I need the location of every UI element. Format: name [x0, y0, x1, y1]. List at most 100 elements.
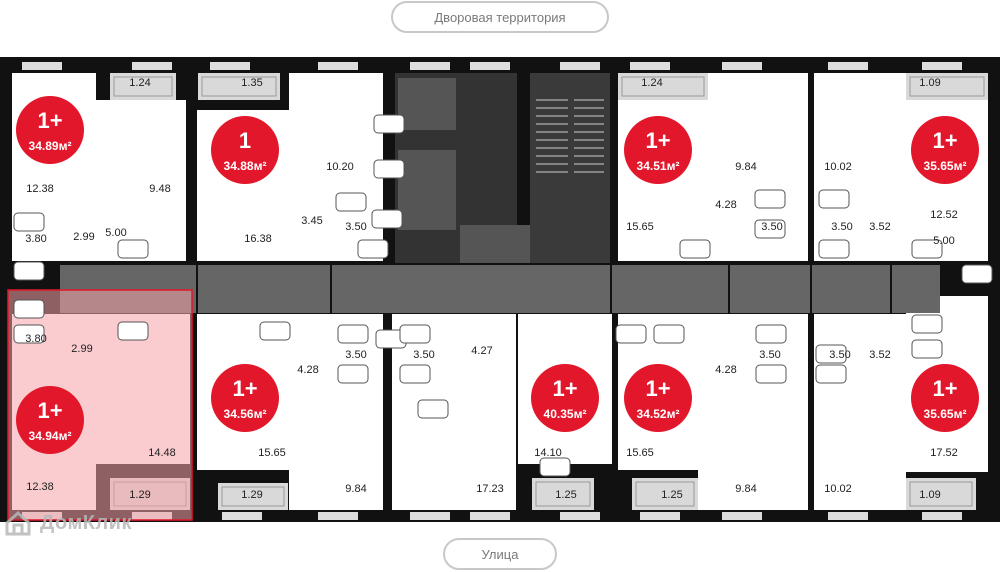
- watermark-text: ДомКлик: [40, 512, 132, 534]
- balcony-rail: [113, 76, 173, 97]
- room-area-label: 15.65: [626, 221, 654, 233]
- window: [410, 62, 450, 70]
- apartment-type: 1+: [37, 108, 62, 133]
- window: [222, 512, 262, 520]
- apartment-area: 34.56м²: [224, 407, 267, 421]
- room-area-label: 16.38: [244, 233, 272, 245]
- window: [560, 62, 600, 70]
- window: [722, 62, 762, 70]
- window: [828, 62, 868, 70]
- balcony-rail: [621, 76, 705, 97]
- room-area-label: 3.50: [831, 221, 852, 233]
- stairwell: [530, 73, 610, 263]
- plumbing-fixture: [373, 159, 405, 179]
- balcony-rail: [221, 486, 285, 507]
- corridor-partition: [196, 265, 198, 313]
- room-area-label: 14.48: [148, 447, 176, 459]
- room-area-label: 10.02: [824, 483, 852, 495]
- balcony-rail: [635, 481, 695, 507]
- room-area-label: 3.52: [869, 349, 890, 361]
- apartment-type: 1+: [645, 128, 670, 153]
- plumbing-fixture: [337, 324, 369, 344]
- window: [318, 62, 358, 70]
- window: [132, 62, 172, 70]
- plumbing-fixture: [399, 364, 431, 384]
- room-area-label: 1.09: [919, 77, 940, 89]
- room-area-label: 2.99: [73, 231, 94, 243]
- room-area-label: 15.65: [258, 447, 286, 459]
- apartment-area: 34.52м²: [637, 407, 680, 421]
- elevator-shaft: [398, 78, 456, 130]
- watermark: ДомКлик: [5, 510, 132, 536]
- room-area-label: 9.84: [345, 483, 366, 495]
- plumbing-fixture: [818, 239, 850, 259]
- plumbing-fixture: [539, 457, 571, 477]
- window: [470, 512, 510, 520]
- balcony: [632, 478, 698, 510]
- plumbing-fixture: [13, 212, 45, 232]
- lobby: [460, 225, 530, 263]
- room-area-label: 10.02: [824, 161, 852, 173]
- plumbing-fixture: [754, 219, 786, 239]
- room-area-label: 10.20: [326, 161, 354, 173]
- room-area-label: 12.38: [26, 183, 54, 195]
- room-area-label: 1.29: [129, 489, 150, 501]
- room: [698, 314, 808, 510]
- room-area-label: 1.25: [661, 489, 682, 501]
- plumbing-fixture: [417, 399, 449, 419]
- plumbing-fixture: [754, 189, 786, 209]
- plumbing-fixture: [357, 239, 389, 259]
- room-area-label: 3.50: [761, 221, 782, 233]
- window: [640, 512, 680, 520]
- plumbing-fixture: [815, 344, 847, 364]
- apartment-type: 1+: [932, 128, 957, 153]
- plumbing-fixture: [615, 324, 647, 344]
- plumbing-fixture: [399, 324, 431, 344]
- window: [318, 512, 358, 520]
- balcony-rail: [909, 481, 973, 507]
- room-area-label: 1.29: [241, 489, 262, 501]
- room-area-label: 1.24: [641, 77, 662, 89]
- plumbing-fixture: [13, 299, 45, 319]
- room-area-label: 3.50: [345, 349, 366, 361]
- room-area-label: 17.23: [476, 483, 504, 495]
- window: [922, 512, 962, 520]
- apartment-badge: [911, 116, 979, 184]
- room-area-label: 9.84: [735, 483, 756, 495]
- top-street-label: Дворовая территория: [391, 1, 609, 33]
- apartment-type: 1+: [932, 376, 957, 401]
- room-area-label: 1.24: [129, 77, 150, 89]
- room-area-label: 3.80: [25, 233, 46, 245]
- apartment-badge: [16, 96, 84, 164]
- window: [828, 512, 868, 520]
- plumbing-fixture: [117, 321, 149, 341]
- room-area-label: 2.99: [71, 343, 92, 355]
- plumbing-fixture: [911, 314, 943, 334]
- room-area-label: 17.52: [930, 447, 958, 459]
- room-area-label: 1.35: [241, 77, 262, 89]
- room-area-label: 3.50: [829, 349, 850, 361]
- balcony: [906, 478, 976, 510]
- room: [814, 73, 906, 261]
- plumbing-fixture: [961, 264, 993, 284]
- plumbing-fixture: [815, 364, 847, 384]
- balcony: [532, 478, 594, 510]
- apartment-badge: [211, 116, 279, 184]
- apartment-type: 1+: [645, 376, 670, 401]
- apartment-type: 1+: [232, 376, 257, 401]
- room-area-label: 1.09: [919, 489, 940, 501]
- apartment-badge: [211, 364, 279, 432]
- window: [470, 62, 510, 70]
- room-area-label: 15.65: [626, 447, 654, 459]
- room-area-label: 14.10: [534, 447, 562, 459]
- apartment-type: 1+: [552, 376, 577, 401]
- plumbing-fixture: [259, 321, 291, 341]
- room-area-label: 3.50: [759, 349, 780, 361]
- balcony-rail: [201, 76, 277, 97]
- room: [814, 314, 906, 510]
- plumbing-fixture: [373, 114, 405, 134]
- room-area-label: 4.28: [715, 199, 736, 211]
- room-area-label: 4.28: [715, 364, 736, 376]
- plumbing-fixture: [911, 239, 943, 259]
- apartment-area: 34.94м²: [29, 429, 72, 443]
